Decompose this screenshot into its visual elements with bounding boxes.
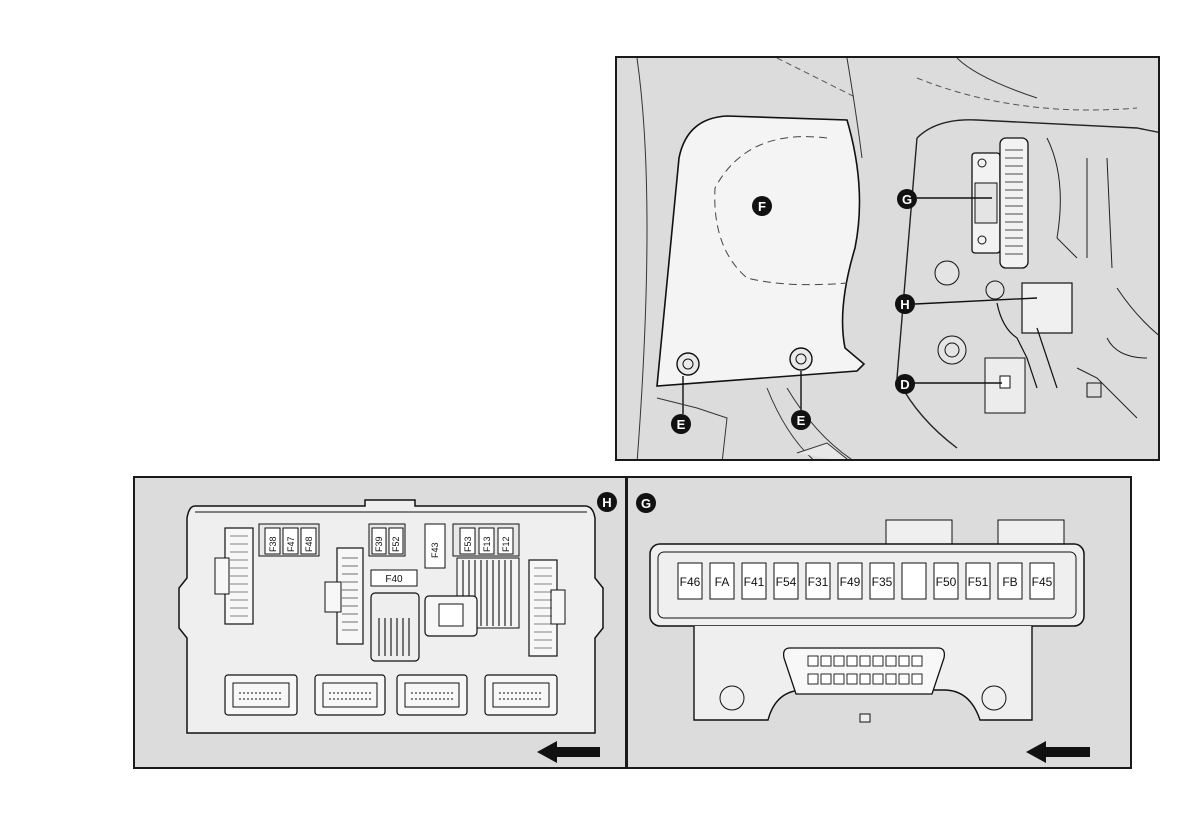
dashboard-illustration: F G H D E E bbox=[636, 58, 1158, 459]
svg-text:F50: F50 bbox=[936, 575, 957, 589]
fuse-f50: F50 bbox=[933, 562, 959, 600]
fuse-f52: F52 bbox=[388, 527, 404, 555]
obd-port bbox=[782, 647, 946, 695]
svg-text:F47: F47 bbox=[286, 536, 296, 552]
svg-text:FA: FA bbox=[715, 575, 730, 589]
screw-e-right bbox=[789, 347, 813, 371]
badge-g: G bbox=[636, 493, 656, 513]
svg-text:F41: F41 bbox=[744, 575, 765, 589]
fuse-f41: F41 bbox=[741, 562, 767, 600]
fuse-box-h-diagram: F38 F47 F48 F39 F52 F43 F53 F13 bbox=[178, 492, 617, 763]
svg-text:G: G bbox=[641, 496, 651, 511]
connector-4 bbox=[484, 674, 558, 716]
fuse-box-h-panel: F38 F47 F48 F39 F52 F43 F53 F13 bbox=[133, 476, 627, 769]
callout-e-right: E bbox=[791, 410, 811, 430]
fuse-f31: F31 bbox=[805, 562, 831, 600]
svg-text:F12: F12 bbox=[501, 536, 511, 552]
svg-text:F31: F31 bbox=[808, 575, 829, 589]
connector-1 bbox=[224, 674, 298, 716]
svg-text:F38: F38 bbox=[268, 536, 278, 552]
fuse-fb: FB bbox=[997, 562, 1023, 600]
fuse-f39: F39 bbox=[371, 527, 387, 555]
fuse-f35: F35 bbox=[869, 562, 895, 600]
fuse-f12: F12 bbox=[497, 527, 514, 555]
fuse-f49: F49 bbox=[837, 562, 863, 600]
svg-text:H: H bbox=[900, 297, 909, 312]
svg-text:F49: F49 bbox=[840, 575, 861, 589]
fuse-f43: F43 bbox=[424, 523, 446, 569]
screw-e-left bbox=[676, 352, 700, 376]
fuse-box-g-diagram: F46 FA F41 F54 F31 F49 F35 bbox=[636, 493, 1090, 763]
connector-2 bbox=[314, 674, 386, 716]
svg-text:FB: FB bbox=[1002, 575, 1017, 589]
svg-text:F: F bbox=[758, 199, 766, 214]
svg-text:F35: F35 bbox=[872, 575, 893, 589]
badge-h: H bbox=[597, 492, 617, 512]
arrow-left-icon bbox=[537, 741, 600, 763]
fuse-f38: F38 bbox=[264, 527, 281, 555]
fuse-f40: F40 bbox=[370, 569, 418, 587]
callout-h: H bbox=[895, 294, 915, 314]
fuse-fa: FA bbox=[709, 562, 735, 600]
svg-text:F40: F40 bbox=[385, 574, 403, 585]
svg-text:E: E bbox=[677, 417, 686, 432]
svg-text:H: H bbox=[602, 495, 611, 510]
fuse-f51: F51 bbox=[965, 562, 991, 600]
svg-text:F52: F52 bbox=[391, 536, 401, 552]
svg-text:F39: F39 bbox=[374, 536, 384, 552]
fuse-slot-empty bbox=[901, 562, 927, 600]
callout-e-left: E bbox=[671, 414, 691, 434]
fuse-f48: F48 bbox=[300, 527, 317, 555]
svg-text:F53: F53 bbox=[463, 536, 473, 552]
svg-text:E: E bbox=[797, 413, 806, 428]
svg-text:F13: F13 bbox=[482, 536, 492, 552]
svg-text:F43: F43 bbox=[430, 542, 440, 558]
svg-text:F48: F48 bbox=[304, 536, 314, 552]
arrow-left-icon bbox=[1026, 741, 1090, 763]
fuse-f54: F54 bbox=[773, 562, 799, 600]
svg-text:G: G bbox=[902, 192, 912, 207]
svg-text:F45: F45 bbox=[1032, 575, 1053, 589]
fuse-f53: F53 bbox=[459, 527, 476, 555]
connector-3 bbox=[396, 674, 468, 716]
fuse-f46: F46 bbox=[677, 562, 703, 600]
dashboard-location-panel: F G H D E E bbox=[615, 56, 1160, 461]
fuse-f47: F47 bbox=[282, 527, 299, 555]
fuse-f45: F45 bbox=[1029, 562, 1055, 600]
svg-text:D: D bbox=[900, 377, 909, 392]
callout-g: G bbox=[897, 189, 917, 209]
svg-text:F51: F51 bbox=[968, 575, 989, 589]
fuse-box-h-location bbox=[985, 280, 1073, 389]
callout-f: F bbox=[752, 196, 772, 216]
fuse-box-g-panel: F46 FA F41 F54 F31 F49 F35 bbox=[626, 476, 1132, 769]
cover-panel-f bbox=[656, 115, 866, 387]
callout-d: D bbox=[895, 374, 915, 394]
svg-text:F46: F46 bbox=[680, 575, 701, 589]
svg-text:F54: F54 bbox=[776, 575, 797, 589]
fuse-f13: F13 bbox=[478, 527, 495, 555]
